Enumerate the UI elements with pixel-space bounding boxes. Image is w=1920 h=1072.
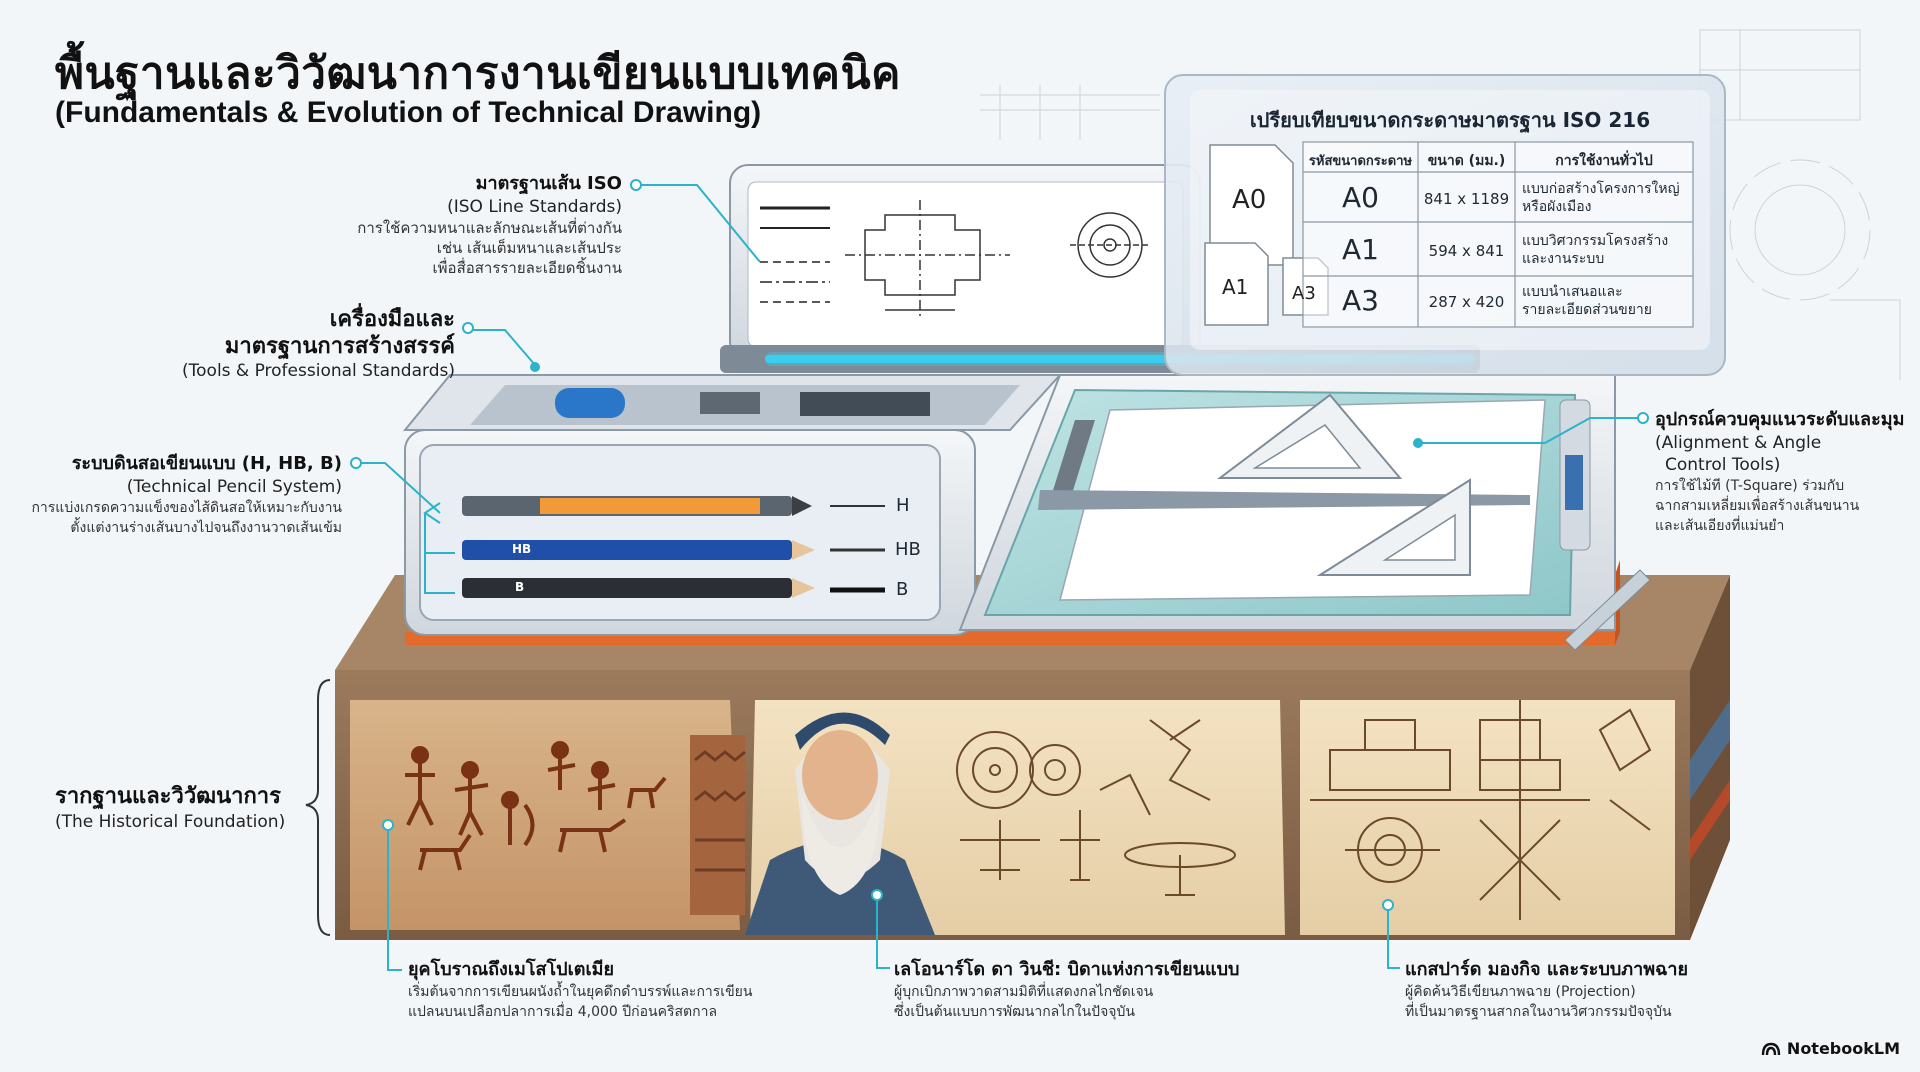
brand-name: NotebookLM: [1786, 1039, 1900, 1058]
leader-lines: [350, 179, 1649, 971]
paper-row-a1-code: A1: [1342, 233, 1379, 266]
pencil-b-body-label: B: [515, 580, 525, 594]
sheet-a1-label: A1: [1222, 275, 1249, 299]
davinci-callout: เลโอนาร์โด ดา วินชี: บิดาแห่งการเขียนแบบ…: [894, 958, 1324, 1022]
pencil-grade-hb: HB: [895, 539, 921, 560]
iso-line-monitor: [720, 164, 1480, 373]
page-subtitle: (Fundamentals & Evolution of Technical D…: [55, 96, 762, 129]
iso-line-title: มาตรฐานเส้น ISO: [475, 173, 622, 194]
sheet-a3-label: A3: [1292, 283, 1316, 304]
paper-row-a1-use-line2: และงานระบบ: [1522, 251, 1605, 267]
iso-line-desc-3: เพื่อสื่อสารรายละเอียดชิ้นงาน: [432, 259, 622, 277]
pencil-grade-b: B: [896, 579, 909, 600]
pencil-title: ระบบดินสอเขียนแบบ (H, HB, B): [71, 453, 342, 474]
brand-mark: NotebookLM: [1761, 1039, 1900, 1058]
alignment-desc-2: ฉากสามเหลี่ยมเพื่อสร้างเส้นขนาน: [1655, 498, 1860, 514]
pencil-hb-body-label: HB: [512, 542, 532, 556]
historical-title: รากฐานและวิวัฒนาการ: [55, 784, 281, 809]
projection-drawing: [1310, 700, 1652, 920]
iso-line-desc-1: การใช้ความหนาและลักษณะเส้นที่ต่างกัน: [357, 219, 622, 237]
pencil-set: [462, 496, 885, 598]
ancient-desc-1: เริ่มต้นจากการเขียนผนังถ้ำในยุคดึกดำบรรพ…: [408, 984, 753, 1000]
paper-row-a3-size: 287 x 420: [1428, 293, 1505, 311]
iso-line-desc-2: เช่น เส้นเต็มหนาและเส้นประ: [436, 239, 622, 257]
sheet-a0-label: A0: [1232, 185, 1267, 215]
notebooklm-logo-icon: [1761, 1042, 1781, 1055]
monge-desc-1: ผู้คิดค้นวิธีเขียนภาพฉาย (Projection): [1405, 984, 1636, 1000]
ancient-title: ยุคโบราณถึงเมโสโปเตเมีย: [408, 959, 615, 980]
historical-subtitle: (The Historical Foundation): [55, 812, 286, 832]
historical-bracket: [305, 679, 331, 936]
tools-title-2: มาตรฐานการสร้างสรรค์: [224, 334, 455, 359]
paper-row-a3-use-line1: แบบนำเสนอและ: [1522, 284, 1623, 300]
alignment-callout: อุปกรณ์ควบคุมแนวระดับและมุม (Alignment &…: [1655, 408, 1917, 536]
ancient-desc-2: แปลนบนเปลือกปลาการเมื่อ 4,000 ปีก่อนคริส…: [408, 1004, 718, 1020]
monge-callout: แกสปาร์ด มองกิจ และระบบภาพฉาย ผู้คิดค้นว…: [1405, 958, 1805, 1022]
tools-subtitle: (Tools & Professional Standards): [182, 361, 455, 381]
paper-row-a0-use: แบบก่อสร้างโครงการใหญ่ หรือผังเมือง: [1522, 180, 1692, 216]
paper-row-a0-code: A0: [1342, 181, 1379, 214]
paper-row-a1-size: 594 x 841: [1428, 242, 1505, 260]
davinci-desc-2: ซึ่งเป็นต้นแบบการพัฒนากลไกในปัจจุบัน: [894, 1004, 1135, 1020]
paper-row-a1-use: แบบวิศวกรรมโครงสร้าง และงานระบบ: [1522, 232, 1692, 268]
alignment-desc-1: การใช้ไม้ที (T-Square) ร่วมกับ: [1655, 478, 1845, 494]
da-vinci-portrait: [745, 712, 935, 935]
paper-size-panel: [1164, 74, 1726, 376]
pencil-desc-2: ตั้งแต่งานร่างเส้นบางไปจนถึงงานวาดเส้นเข…: [70, 520, 342, 536]
mechanical-sketches: [956, 719, 1236, 896]
tools-title-1: เครื่องมือและ: [329, 307, 455, 332]
historical-callout: รากฐานและวิวัฒนาการ (The Historical Foun…: [55, 783, 305, 833]
ancient-callout: ยุคโบราณถึงเมโสโปเตเมีย เริ่มต้นจากการเข…: [408, 958, 828, 1022]
alignment-desc-3: และเส้นเอียงที่แม่นยำ: [1655, 518, 1785, 534]
alignment-subtitle-1: (Alignment & Angle: [1655, 433, 1822, 453]
davinci-title: เลโอนาร์โด ดา วินชี: บิดาแห่งการเขียนแบบ: [894, 959, 1240, 980]
paper-row-a0-size: 841 x 1189: [1423, 190, 1510, 208]
paper-row-a0-use-line1: แบบก่อสร้างโครงการใหญ่: [1522, 181, 1680, 197]
pencil-desc-1: การแบ่งเกรดความแข็งของไส้ดินสอให้เหมาะกั…: [31, 500, 342, 516]
pencil-grade-h: H: [896, 495, 910, 516]
monge-desc-2: ที่เป็นมาตรฐานสากลในงานวิศวกรรมปัจจุบัน: [1405, 1004, 1672, 1020]
cave-paintings: [405, 741, 667, 871]
page-title: พื้นฐานและวิวัฒนาการงานเขียนแบบเทคนิค: [55, 48, 901, 99]
paper-table-header-use: การใช้งานทั่วไป: [1555, 153, 1653, 169]
paper-row-a3-code: A3: [1342, 284, 1379, 317]
paper-table-header-size: ขนาด (มม.): [1427, 153, 1506, 169]
paper-row-a0-use-line2: หรือผังเมือง: [1522, 199, 1592, 215]
pencil-subtitle: (Technical Pencil System): [126, 477, 342, 497]
monge-title: แกสปาร์ด มองกิจ และระบบภาพฉาย: [1405, 959, 1689, 980]
davinci-desc-1: ผู้บุกเบิกภาพวาดสามมิติที่แสดงกลไกชัดเจน: [894, 984, 1154, 1000]
paper-row-a3-use-line2: รายละเอียดส่วนขยาย: [1522, 302, 1652, 318]
alignment-subtitle-2: Control Tools): [1665, 455, 1781, 475]
pencil-callout: ระบบดินสอเขียนแบบ (H, HB, B) (Technical …: [20, 452, 342, 538]
iso-line-callout: มาตรฐานเส้น ISO (ISO Line Standards) การ…: [300, 172, 622, 278]
paper-row-a3-use: แบบนำเสนอและ รายละเอียดส่วนขยาย: [1522, 283, 1692, 319]
paper-table-header-code: รหัสขนาดกระดาษ: [1308, 154, 1413, 169]
iso-line-subtitle: (ISO Line Standards): [447, 197, 622, 217]
paper-table-title: เปรียบเทียบขนาดกระดาษมาตรฐาน ISO 216: [1249, 108, 1651, 132]
alignment-title: อุปกรณ์ควบคุมแนวระดับและมุม: [1655, 409, 1905, 430]
paper-row-a1-use-line1: แบบวิศวกรรมโครงสร้าง: [1522, 233, 1669, 249]
tools-callout: เครื่องมือและ มาตรฐานการสร้างสรรค์ (Tool…: [120, 306, 455, 382]
